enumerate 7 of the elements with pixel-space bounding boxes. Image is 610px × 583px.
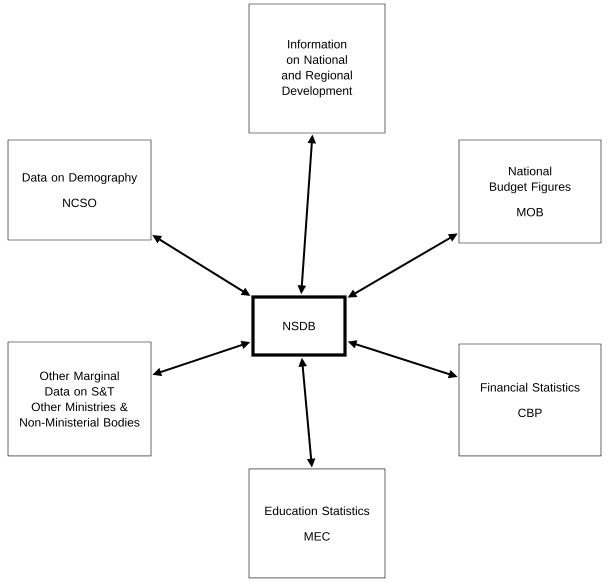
central-box: NSDB: [251, 295, 347, 357]
info-box: Financial Statistics CBP: [458, 344, 602, 456]
info-box: Education Statistics MEC: [248, 468, 386, 578]
info-box: Other Marginal Data on S&T Other Ministries & Non-Ministerial Bodies: [8, 342, 152, 456]
info-box: Information on National and Regional Development: [248, 4, 386, 134]
info-box: National Budget Figures MOB: [458, 140, 602, 244]
info-box: Data on Demography NCSO: [8, 140, 152, 240]
